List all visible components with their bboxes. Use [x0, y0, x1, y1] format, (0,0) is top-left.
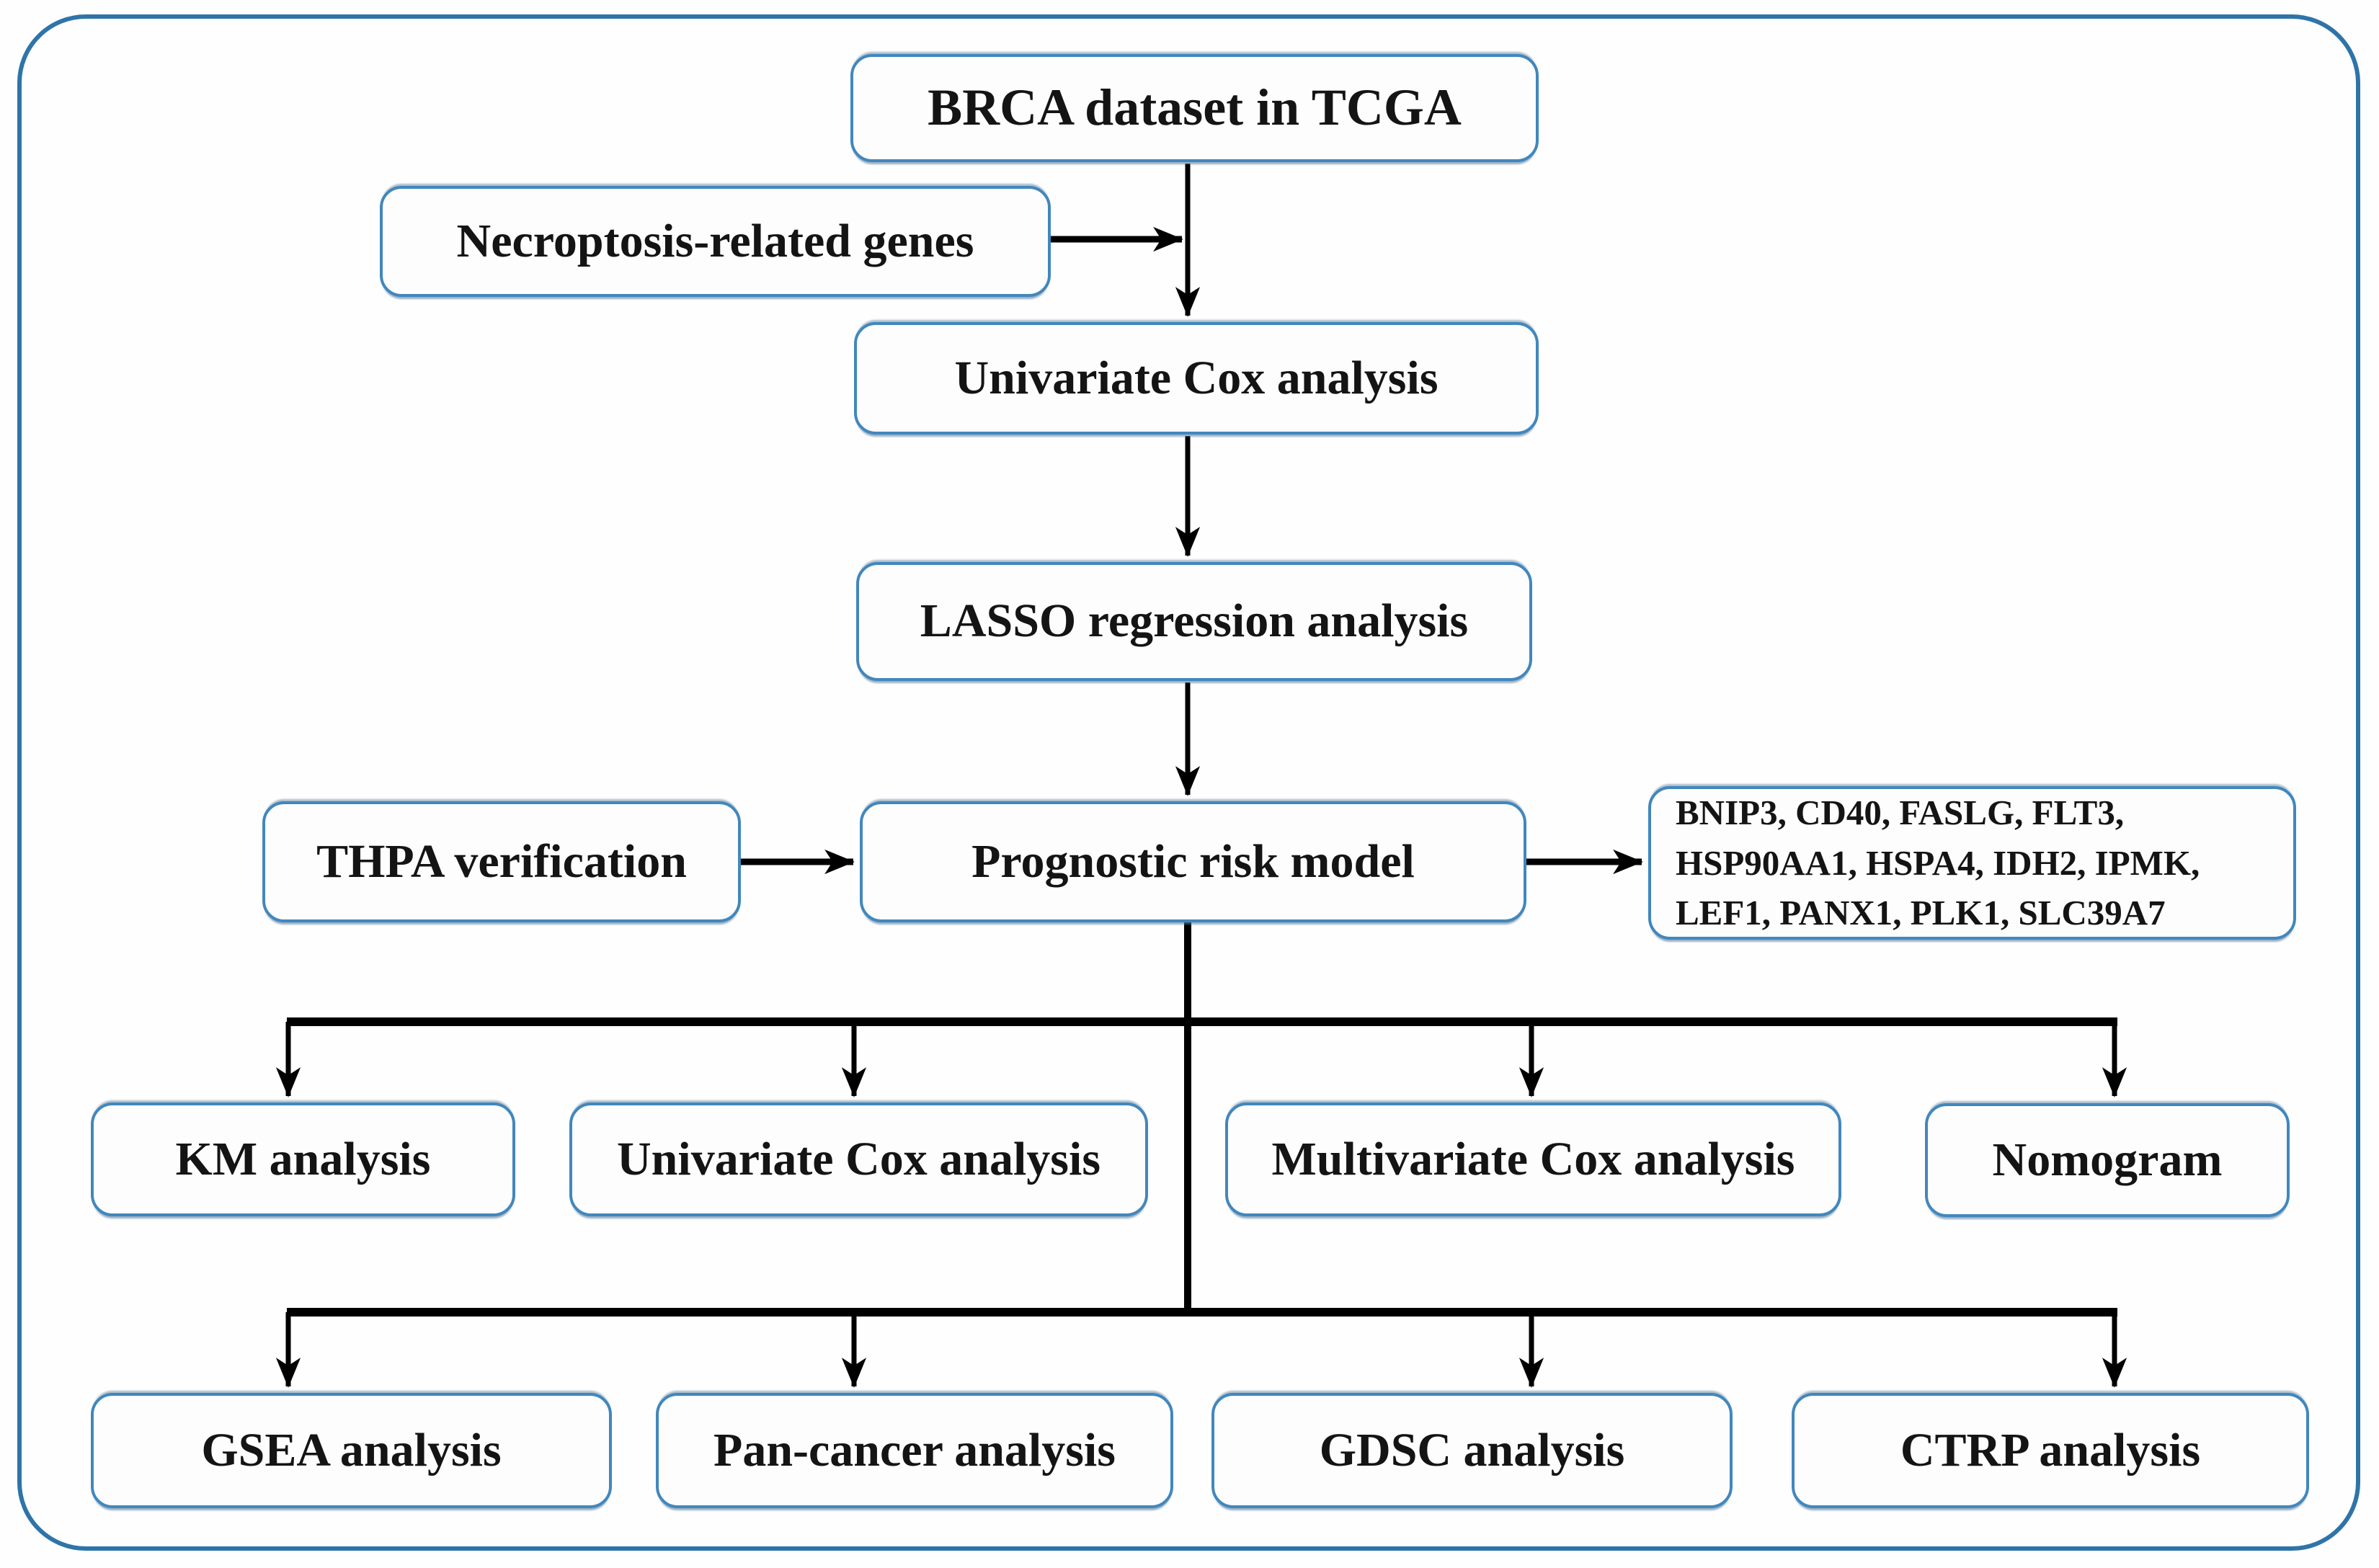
node-gdsc-analysis: GDSC analysis	[1211, 1393, 1733, 1508]
gene-list-line-3: LEF1, PANX1, PLK1, SLC39A7	[1676, 893, 2166, 933]
node-gsea-analysis: GSEA analysis	[91, 1393, 612, 1508]
node-lasso-regression: LASSO regression analysis	[856, 562, 1532, 681]
gene-list-line-1: BNIP3, CD40, FASLG, FLT3,	[1676, 793, 2125, 833]
gene-list-line-2: HSP90AA1, HSPA4, IDH2, IPMK,	[1676, 842, 2200, 883]
node-multivariate-cox: Multivariate Cox analysis	[1225, 1102, 1841, 1216]
node-pancancer-analysis: Pan-cancer analysis	[656, 1393, 1173, 1508]
node-nomogram: Nomogram	[1925, 1103, 2290, 1217]
node-prognostic-risk-model: Prognostic risk model	[860, 801, 1526, 922]
node-km-analysis: KM analysis	[91, 1102, 515, 1216]
outer-border-frame	[17, 14, 2360, 1551]
node-gene-list: BNIP3, CD40, FASLG, FLT3, HSP90AA1, HSPA…	[1648, 786, 2296, 940]
node-univariate-cox-bottom: Univariate Cox analysis	[569, 1102, 1148, 1216]
node-ctrp-analysis: CTRP analysis	[1792, 1393, 2309, 1508]
node-brca-dataset: BRCA dataset in TCGA	[850, 54, 1539, 162]
node-thpa-verification: THPA verification	[262, 801, 741, 922]
node-univariate-cox-top: Univariate Cox analysis	[854, 322, 1539, 435]
node-necroptosis-genes: Necroptosis-related genes	[380, 186, 1051, 297]
